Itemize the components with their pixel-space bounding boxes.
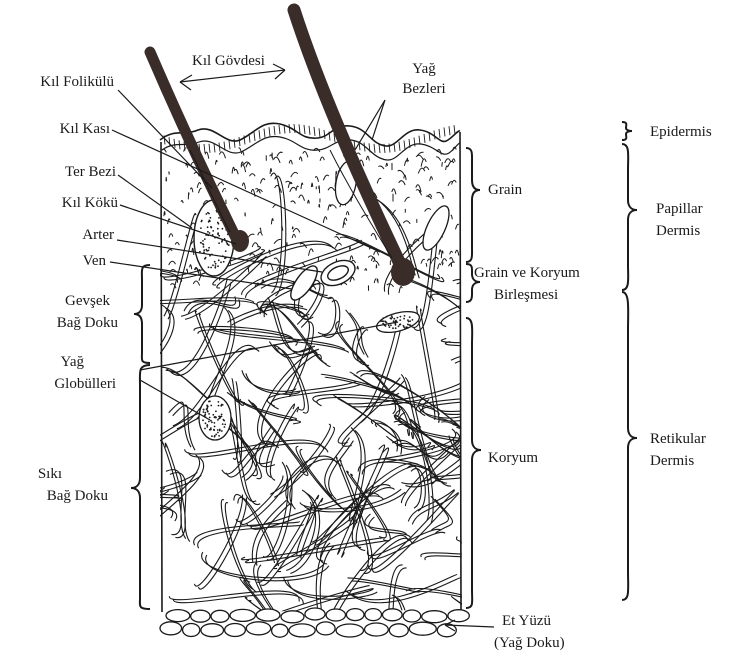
label-papillary-dermis-line2: Dermis — [656, 222, 700, 240]
label-reticular-dermis-line1: Retikular — [650, 430, 706, 448]
label-artery: Arter — [0, 226, 114, 244]
label-loose-tissue-line1: Gevşek — [0, 292, 110, 310]
label-fat-globules-line1: Yağ — [0, 353, 84, 371]
leader-lines — [110, 64, 494, 631]
label-vein: Ven — [0, 252, 106, 270]
label-dense-tissue-line2: Bağ Doku — [0, 487, 108, 505]
label-grain: Grain — [488, 181, 522, 199]
label-hair-root: Kıl Kökü — [0, 194, 118, 212]
label-fat-globules-line2: Globülleri — [0, 375, 116, 393]
label-grain-corium-line2: Birleşmesi — [494, 286, 558, 304]
label-sebaceous-glands-line2: Bezleri — [388, 80, 460, 98]
label-papillary-dermis-line1: Papillar — [656, 200, 703, 218]
label-dense-tissue-line1: Sıkı — [0, 465, 62, 483]
label-loose-tissue-line2: Bağ Doku — [0, 314, 118, 332]
label-hair-follicle: Kıl Folikülü — [0, 73, 114, 91]
label-flesh-side-line1: Et Yüzü — [502, 612, 551, 630]
label-sebaceous-glands-line1: Yağ — [396, 60, 452, 78]
connective-tissue-fibers — [33, 173, 598, 660]
label-hair-muscle: Kıl Kası — [0, 120, 110, 138]
hair-shaft — [150, 10, 415, 286]
epidermis-inner-line — [162, 136, 460, 160]
label-grain-corium-line1: Grain ve Koryum — [474, 264, 580, 282]
label-epidermis: Epidermis — [650, 123, 712, 141]
label-sweat-gland: Ter Bezi — [0, 163, 116, 181]
label-flesh-side-line2: (Yağ Doku) — [494, 634, 565, 652]
label-corium: Koryum — [488, 449, 538, 467]
label-reticular-dermis-line2: Dermis — [650, 452, 694, 470]
fat-tissue-cells — [160, 608, 469, 637]
label-hair-shaft: Kıl Gövdesi — [192, 52, 265, 70]
